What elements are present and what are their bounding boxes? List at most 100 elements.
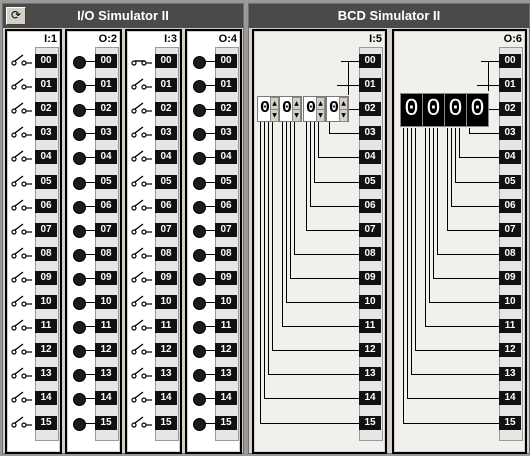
bcd-wire-horizontal bbox=[318, 157, 359, 159]
bcd-wire-horizontal bbox=[411, 374, 499, 376]
terminal-01: 01 bbox=[35, 78, 57, 93]
bcd-wire-horizontal bbox=[425, 326, 499, 328]
bcd-wire-vertical bbox=[451, 128, 452, 206]
spinner-down-arrow-icon[interactable]: ▼ bbox=[270, 109, 279, 122]
toggle-switch-icon[interactable] bbox=[10, 102, 32, 116]
led-wire bbox=[85, 422, 95, 424]
toggle-switch-icon[interactable] bbox=[10, 223, 32, 237]
terminal-07: 07 bbox=[359, 222, 381, 237]
toggle-switch-icon[interactable] bbox=[130, 102, 152, 116]
toggle-switch-icon[interactable] bbox=[10, 150, 32, 164]
toggle-switch-icon[interactable] bbox=[130, 343, 152, 357]
terminal-04: 04 bbox=[95, 150, 117, 165]
terminal-13: 13 bbox=[95, 367, 117, 382]
indicator-led bbox=[73, 272, 86, 286]
bcd-wire-horizontal bbox=[306, 229, 359, 231]
terminal-07: 07 bbox=[215, 222, 237, 237]
terminal-07: 07 bbox=[499, 222, 521, 237]
toggle-switch-icon[interactable] bbox=[130, 199, 152, 213]
toggle-switch-icon[interactable] bbox=[10, 343, 32, 357]
terminal-01: 01 bbox=[95, 78, 117, 93]
terminal-02: 02 bbox=[35, 102, 57, 117]
toggle-switch-icon[interactable] bbox=[130, 367, 152, 381]
terminal-02: 02 bbox=[499, 102, 521, 117]
terminal-00: 00 bbox=[359, 54, 381, 68]
io-card-title: I:3 bbox=[164, 33, 177, 45]
bcd-digit-spinner[interactable]: 0▲▼ bbox=[279, 96, 302, 122]
bcd-wire-vertical bbox=[306, 121, 307, 230]
toggle-switch-icon[interactable] bbox=[10, 367, 32, 381]
toggle-switch-icon[interactable] bbox=[130, 319, 152, 333]
toggle-switch-icon[interactable] bbox=[10, 199, 32, 213]
terminal-05: 05 bbox=[215, 174, 237, 189]
spinner-down-arrow-icon[interactable]: ▼ bbox=[339, 109, 348, 122]
toggle-switch-icon[interactable] bbox=[130, 78, 152, 92]
terminal-06: 06 bbox=[499, 198, 521, 213]
bcd-wire-vertical bbox=[415, 128, 416, 351]
toggle-switch-icon[interactable] bbox=[130, 174, 152, 189]
terminal-11: 11 bbox=[155, 319, 177, 334]
led-wire bbox=[85, 133, 95, 135]
led-wire bbox=[205, 229, 215, 231]
bcd-digit-spinner[interactable]: 0▲▼ bbox=[257, 96, 280, 122]
toggle-switch-icon[interactable] bbox=[130, 391, 152, 405]
toggle-switch-icon[interactable] bbox=[130, 295, 152, 309]
terminal-14: 14 bbox=[499, 391, 521, 406]
led-wire bbox=[205, 157, 215, 159]
toggle-switch-icon[interactable] bbox=[10, 319, 32, 333]
led-wire bbox=[85, 229, 95, 231]
terminal-10: 10 bbox=[155, 295, 177, 309]
led-wire bbox=[85, 253, 95, 255]
terminal-04: 04 bbox=[359, 150, 381, 165]
toggle-switch-icon[interactable] bbox=[130, 126, 152, 140]
toggle-switch-icon[interactable] bbox=[10, 126, 32, 140]
bcd-digit-display: 0 bbox=[422, 93, 445, 127]
terminal-12: 12 bbox=[95, 343, 117, 358]
bcd-common-wire bbox=[348, 61, 349, 95]
terminal-10: 10 bbox=[35, 295, 57, 309]
spinner-down-arrow-icon[interactable]: ▼ bbox=[316, 109, 325, 122]
bcd-digit-value: 0 bbox=[305, 99, 317, 118]
bcd-digit-spinner[interactable]: 0▲▼ bbox=[303, 96, 326, 122]
terminal-08: 08 bbox=[95, 246, 117, 261]
toggle-switch-icon[interactable] bbox=[130, 54, 152, 68]
bcd-card-title: O:6 bbox=[503, 33, 522, 45]
bcd-digit-spinner[interactable]: 0▲▼ bbox=[326, 96, 349, 122]
terminal-14: 14 bbox=[215, 391, 237, 406]
bcd-digit-display: 0 bbox=[444, 93, 467, 127]
toggle-switch-icon[interactable] bbox=[130, 271, 152, 285]
toggle-switch-icon[interactable] bbox=[10, 54, 32, 68]
toggle-switch-icon[interactable] bbox=[10, 247, 32, 261]
refresh-icon[interactable]: ⟳ bbox=[6, 7, 26, 25]
toggle-switch-icon[interactable] bbox=[130, 150, 152, 164]
led-wire bbox=[205, 181, 215, 183]
io-card-title: O:2 bbox=[98, 33, 117, 45]
toggle-switch-icon[interactable] bbox=[130, 247, 152, 261]
terminal-07: 07 bbox=[35, 222, 57, 237]
indicator-led bbox=[73, 297, 86, 310]
bcd-wire-vertical bbox=[437, 128, 438, 254]
toggle-switch-icon[interactable] bbox=[130, 415, 152, 430]
indicator-led bbox=[73, 152, 86, 166]
toggle-switch-icon[interactable] bbox=[130, 223, 152, 237]
spinner-down-arrow-icon[interactable]: ▼ bbox=[292, 109, 301, 122]
toggle-switch-icon[interactable] bbox=[10, 415, 32, 430]
terminal-09: 09 bbox=[215, 270, 237, 285]
bcd-wire-vertical bbox=[260, 121, 261, 423]
toggle-switch-icon[interactable] bbox=[10, 78, 32, 92]
terminal-03: 03 bbox=[215, 126, 237, 141]
toggle-switch-icon[interactable] bbox=[10, 174, 32, 189]
toggle-switch-icon[interactable] bbox=[10, 295, 32, 309]
terminal-06: 06 bbox=[155, 198, 177, 213]
toggle-switch-icon[interactable] bbox=[10, 271, 32, 285]
indicator-led bbox=[73, 369, 86, 383]
terminal-01: 01 bbox=[215, 78, 237, 93]
terminal-09: 09 bbox=[155, 270, 177, 285]
terminal-12: 12 bbox=[359, 343, 381, 358]
toggle-switch-icon[interactable] bbox=[10, 391, 32, 405]
